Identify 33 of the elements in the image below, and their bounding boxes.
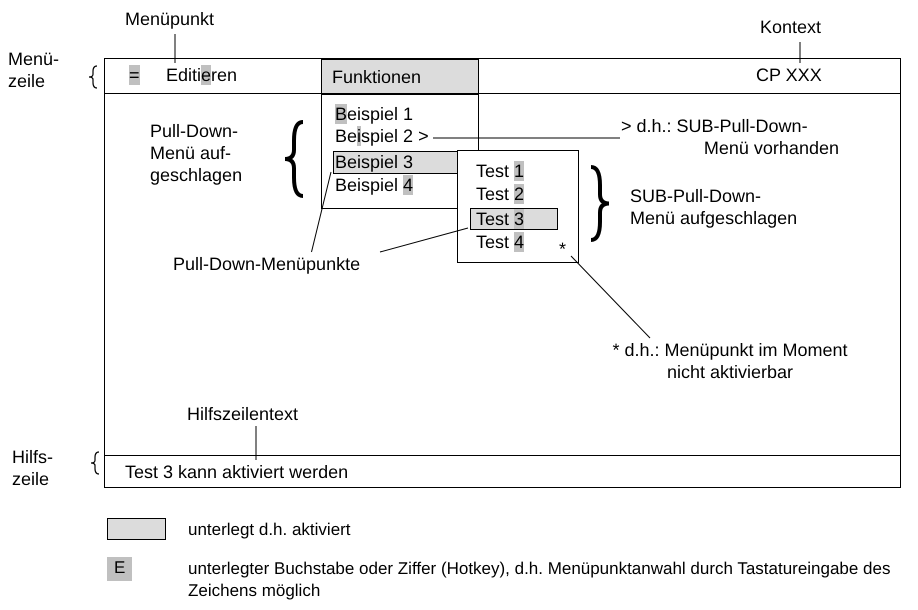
callout-text: Kontext bbox=[760, 16, 840, 42]
legend-text: unterlegter Buchstabe oder Ziffer (Hotkey), d.h. Menüpunktanwahl durch Tastatureingabe des Zeichens möglich bbox=[188, 558, 892, 602]
callout-text: SUB-Pull-Down- Menü aufgeschlagen bbox=[630, 185, 798, 229]
active-menu-entry: Beispiel 3 bbox=[333, 151, 458, 174]
callout-text: Hilfszeilentext bbox=[187, 403, 327, 427]
help-line-text: Test 3 kann aktiviert werden bbox=[125, 461, 425, 485]
active-menu-item: Funktionen bbox=[321, 59, 479, 94]
menu-entry: Beispiel 1 bbox=[335, 103, 450, 125]
active-submenu-entry: Test 3 bbox=[470, 208, 558, 230]
callout-text: Pull-Down- Menü auf- geschlagen bbox=[150, 120, 244, 186]
hotkey-letter: E bbox=[114, 558, 126, 578]
callout-text: * d.h.: Menüpunkt im Moment nicht aktivierbar bbox=[599, 339, 861, 387]
leader-line bbox=[174, 34, 176, 64]
submenu-entry: Test 2 bbox=[476, 183, 536, 205]
submenu bbox=[457, 150, 579, 263]
asterisk-mark: * bbox=[559, 238, 573, 258]
menu-item: Editieren bbox=[166, 64, 262, 92]
context-text: CP XXX bbox=[756, 64, 846, 90]
screen-frame bbox=[104, 58, 901, 488]
callout-text: > d.h.: SUB-Pull-Down- Menü vorhanden bbox=[621, 115, 839, 163]
menu-item: = bbox=[129, 64, 153, 92]
help-line-label: Hilfs- zeile bbox=[12, 446, 54, 490]
menu-bar-label: Menü- zeile bbox=[8, 48, 60, 92]
leader-line bbox=[311, 172, 332, 252]
callout-text: Pull-Down-Menüpunkte bbox=[173, 253, 413, 279]
callout-text: Menüpunkt bbox=[125, 8, 225, 34]
leader-line bbox=[570, 256, 650, 338]
submenu-entry: Test 4 bbox=[476, 231, 536, 253]
legend-text: unterlegt d.h. aktiviert bbox=[188, 519, 352, 541]
submenu-entry: Test 1 bbox=[476, 160, 536, 182]
menu-entry: Beispiel 2 > bbox=[335, 125, 435, 149]
leader-line bbox=[380, 228, 468, 252]
menu-entry: Beispiel 4 bbox=[335, 174, 450, 196]
